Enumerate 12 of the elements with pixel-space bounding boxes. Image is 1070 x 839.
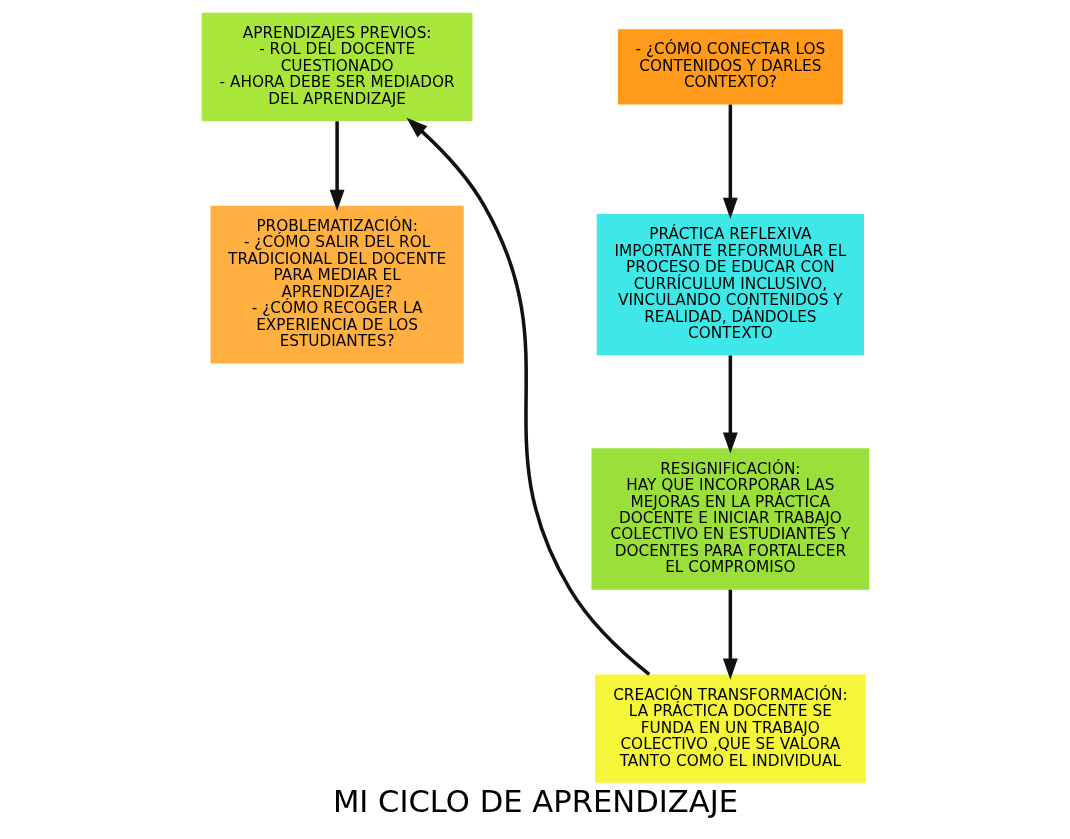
node-box: RESIGNIFICACIÓN: HAY QUE INCORPORAR LAS MEJORAS EN LA PRÁCTICA DOCENTE E INICIAR TRABAJO COLECTIVO EN ESTUDIANTES Y DOCENTES PARA FORTALECER EL COMPROMISO <box>590 448 869 590</box>
node-box: CREACIÓN TRANSFORMACIÓN: LA PRÁCTICA DOCENTE SE FUNDA EN UN TRABAJO COLECTIVO ,QUE SE VALORA TANTO COMO EL INDIVIDUAL <box>594 674 866 783</box>
arrow <box>722 104 738 219</box>
diagram-title: MI CICLO DE APRENDIZAJE <box>332 783 738 819</box>
arrow <box>722 355 738 454</box>
arrow <box>406 117 650 676</box>
node-box: - ¿CÓMO CONECTAR LOS CONTENIDOS Y DARLES CONTEXTO? <box>617 29 843 105</box>
arrow <box>722 589 738 680</box>
node-box: PRÁCTICA REFLEXIVA IMPORTANTE REFORMULAR EL PROCESO DE EDUCAR CON CURRÍCULUM INCLUSIVO, VINCULANDO CONTENIDOS Y REALIDAD, DÁNDOLES CONTEXTO <box>596 214 864 356</box>
arrow <box>329 121 345 211</box>
node-box: APRENDIZAJES PREVIOS: - ROL DEL DOCENTE CUESTIONADO - AHORA DEBE SER MEDIADOR DEL APRENDIZAJE <box>201 12 472 122</box>
node-box: PROBLEMATIZACIÓN: - ¿CÓMO SALIR DEL ROL TRADICIONAL DEL DOCENTE PARA MEDIAR EL APRENDIZAJE? - ¿CÓMO RECOGER LA EXPERIENCIA DE LOS ESTUDIANTES? <box>210 205 464 364</box>
